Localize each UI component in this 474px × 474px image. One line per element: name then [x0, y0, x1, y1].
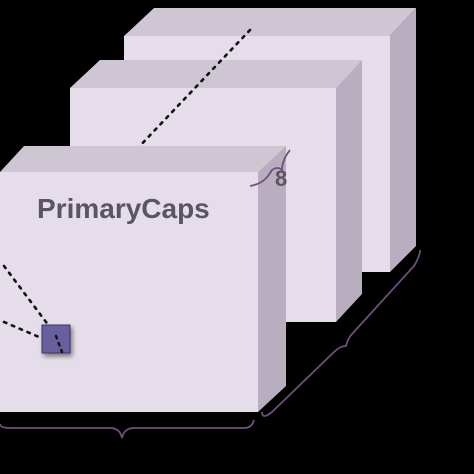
box-middle-top	[70, 60, 362, 88]
box-front-top	[0, 146, 286, 172]
bottom-brace-depth	[261, 249, 421, 417]
box-middle-side	[336, 60, 362, 322]
dotted-connector-back	[134, 28, 252, 152]
layer-label: PrimaryCaps	[37, 193, 210, 224]
box-back-top	[124, 8, 416, 36]
dotted-connector-lower	[2, 320, 48, 342]
box-back-side	[390, 8, 416, 272]
depth-label: 8	[275, 166, 287, 191]
box-front-front	[0, 172, 258, 412]
bottom-brace-width	[0, 419, 255, 439]
capsule-box-front	[0, 146, 286, 412]
depth-brace	[249, 149, 291, 187]
box-front-side	[258, 146, 286, 412]
dotted-connector-inner	[54, 334, 64, 354]
